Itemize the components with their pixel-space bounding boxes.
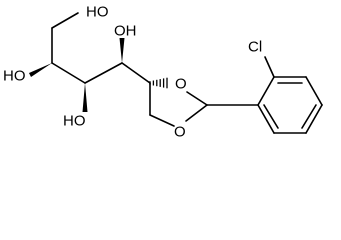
wedge-bond-c3-oh [29,63,52,77]
bond-c3-to-c4 [51,62,86,84]
label-oh-c5: OH [114,23,137,40]
bond-ring-6-1 [257,104,275,134]
structural-formula: HO OH HO HO O O Cl [3,4,323,141]
bond-ring-inner-4-5 [301,104,317,129]
wedge-bond-c4-oh [82,83,88,112]
bond-o-upper-to-acetal-c [186,91,208,106]
bond-o-lower-to-acetal-c [185,104,208,122]
label-ho-c4: HO [63,113,86,130]
bond-ring-4-5 [305,104,323,134]
wedge-bond-c5-oh [119,38,125,63]
label-ring-o-upper: O [175,76,187,93]
label-ho-c3: HO [3,68,26,85]
label-chlorine: Cl [248,39,262,56]
label-oh-top: HO [86,4,109,21]
bond-ring-1-2 [257,76,275,106]
bond-ch2-ring-to-o-lower [149,114,175,127]
bond-c4-to-c5 [84,62,123,84]
bond-ch2-to-c2 [51,12,79,29]
bond-ring-inner-6-1 [263,104,279,129]
bond-ring-3-4 [305,76,323,106]
bond-ring-to-cl [264,56,275,78]
hash-bond-c6-ring-o [149,77,168,89]
label-ring-o-lower: O [174,124,186,141]
bond-c5-to-c6 [121,62,151,84]
